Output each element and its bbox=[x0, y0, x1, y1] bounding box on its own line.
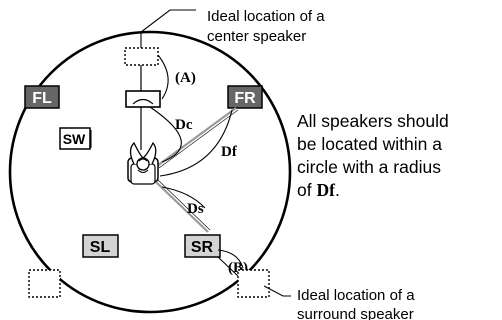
radius-note-line4: of Df. bbox=[297, 179, 502, 202]
center-callout-line2: center speaker bbox=[207, 28, 306, 45]
sl-speaker bbox=[82, 234, 119, 258]
label-ds: Ds bbox=[187, 201, 204, 217]
center-callout-line1: Ideal location of a bbox=[207, 8, 325, 25]
arc-ds bbox=[161, 186, 206, 209]
surround-callout-line2: surround speaker bbox=[297, 306, 414, 320]
center-speaker-cone bbox=[132, 98, 154, 105]
arc-a bbox=[157, 54, 169, 100]
ideal-surround-left-box bbox=[28, 269, 61, 298]
fr-speaker-label: FR bbox=[234, 90, 256, 107]
listener-icon bbox=[127, 141, 159, 185]
radius-note-line1: All speakers should bbox=[297, 111, 449, 131]
label-dc: Dc bbox=[175, 117, 193, 133]
listening-circle bbox=[8, 30, 292, 314]
fl-speaker-label: FL bbox=[32, 90, 52, 107]
radius-note-suffix: . bbox=[334, 180, 340, 200]
radius-note: All speakers should be located within a … bbox=[297, 110, 502, 202]
df-line bbox=[156, 107, 237, 167]
sr-speaker-label: SR bbox=[191, 239, 214, 256]
arc-dc bbox=[149, 106, 182, 163]
surround-callout-line1: Ideal location of a bbox=[297, 287, 415, 304]
label-a: (A) bbox=[175, 70, 196, 86]
center-callout-leader bbox=[140, 9, 196, 48]
fr-speaker bbox=[227, 85, 263, 109]
sr-to-ideal-line bbox=[217, 256, 239, 277]
radius-note-df: Df bbox=[316, 180, 335, 200]
radius-note-line3: circle with a radius bbox=[297, 157, 441, 177]
label-df: Df bbox=[221, 144, 238, 160]
sw-speaker-label: SW bbox=[63, 131, 86, 147]
radius-note-line2: be located within a bbox=[297, 134, 442, 154]
radius-note-prefix: of bbox=[297, 180, 317, 200]
arc-df bbox=[159, 109, 233, 177]
ideal-surround-right-box bbox=[237, 269, 270, 298]
ideal-center-box bbox=[124, 47, 159, 66]
fl-speaker bbox=[24, 85, 60, 109]
sw-speaker bbox=[59, 127, 91, 150]
sl-speaker-label: SL bbox=[90, 239, 111, 256]
sr-speaker bbox=[184, 234, 221, 258]
surround-callout-leader bbox=[263, 285, 291, 297]
ds-line bbox=[155, 181, 209, 233]
arc-b bbox=[217, 249, 244, 269]
df-line-edge bbox=[158, 109, 239, 169]
